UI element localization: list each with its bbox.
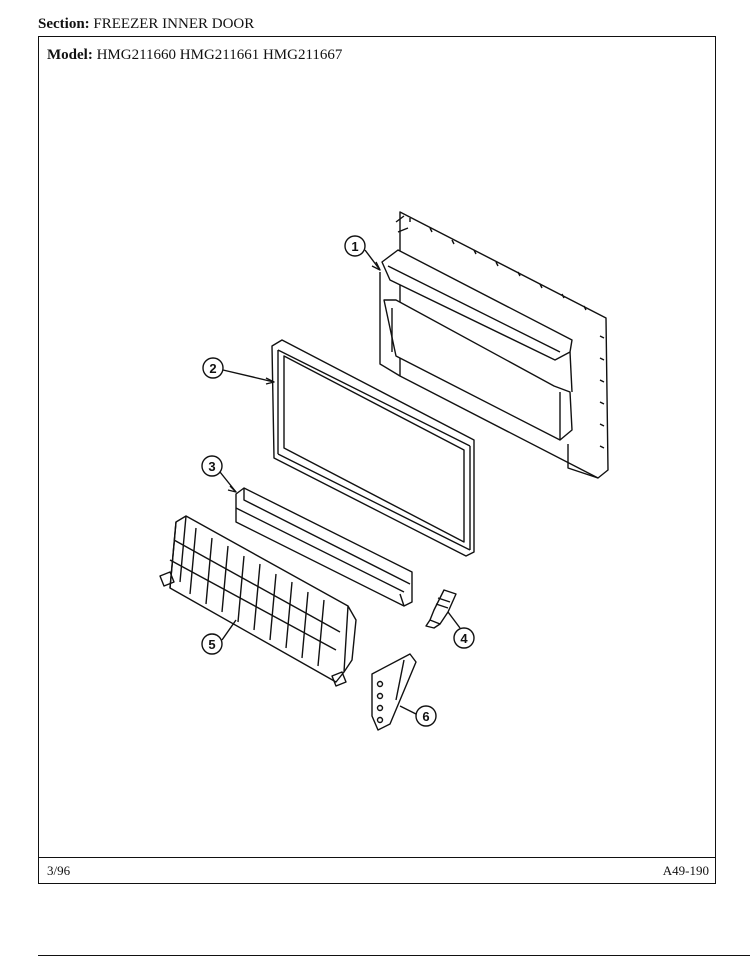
- section-value: FREEZER INNER DOOR: [93, 16, 255, 32]
- callout-3: [201, 455, 237, 493]
- part-retainer-clip: [425, 589, 457, 629]
- part-shelf-rail: [235, 487, 413, 607]
- footer-divider: [39, 857, 715, 858]
- callout-label-4: 4: [460, 631, 468, 646]
- part-wire-basket: [159, 515, 357, 687]
- callout-label-1: 1: [351, 239, 358, 254]
- callout-label-2: 2: [209, 361, 216, 376]
- section-heading: Section: FREEZER INNER DOOR: [38, 16, 254, 33]
- callout-label-5: 5: [208, 637, 215, 652]
- diagram-frame: Model: HMG211660 HMG211661 HMG211667 3/9…: [38, 36, 716, 884]
- model-value: HMG211660 HMG211661 HMG211667: [96, 47, 343, 63]
- part-mounting-bracket: [371, 653, 417, 731]
- callout-label-6: 6: [422, 709, 429, 724]
- revision-date: 3/96: [47, 863, 71, 878]
- model-heading: Model: HMG211660 HMG211661 HMG211667: [47, 47, 342, 64]
- callout-1: [344, 235, 381, 271]
- page-bottom-rule: [38, 955, 750, 956]
- diagram-code: A49-190: [662, 863, 709, 878]
- model-label: Model:: [47, 47, 93, 63]
- part-door-gasket: [271, 339, 475, 557]
- callout-2: [202, 357, 275, 385]
- callout-6: [399, 705, 437, 727]
- section-label: Section:: [38, 16, 90, 32]
- part-inner-door-liner: [379, 211, 609, 479]
- callout-4: [447, 611, 475, 649]
- callout-5: [201, 619, 237, 655]
- callout-label-3: 3: [208, 459, 215, 474]
